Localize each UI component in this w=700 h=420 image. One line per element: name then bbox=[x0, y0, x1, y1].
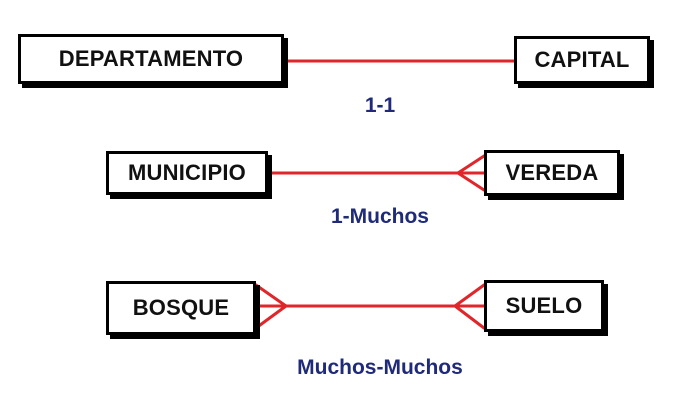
relationship-label-1-muchos: 1-Muchos bbox=[330, 205, 429, 228]
relationship-line-bosque-suelo bbox=[254, 283, 486, 330]
entity-suelo: SUELO bbox=[484, 280, 604, 332]
entity-municipio: MUNICIPIO bbox=[106, 151, 268, 195]
entity-departamento: DEPARTAMENTO bbox=[18, 34, 284, 84]
relationship-line-municipio-vereda bbox=[266, 154, 486, 192]
crows-foot-many-vereda bbox=[456, 154, 486, 192]
relationship-label-1-1: 1-1 bbox=[364, 94, 396, 117]
entity-capital: CAPITAL bbox=[514, 36, 650, 84]
relationship-label-muchos-muchos: Muchos-Muchos bbox=[297, 356, 463, 379]
crows-foot-many-bosque bbox=[254, 283, 288, 330]
entity-vereda: VEREDA bbox=[484, 150, 620, 196]
entity-bosque: BOSQUE bbox=[106, 281, 256, 335]
crows-foot-many-suelo bbox=[453, 283, 486, 330]
